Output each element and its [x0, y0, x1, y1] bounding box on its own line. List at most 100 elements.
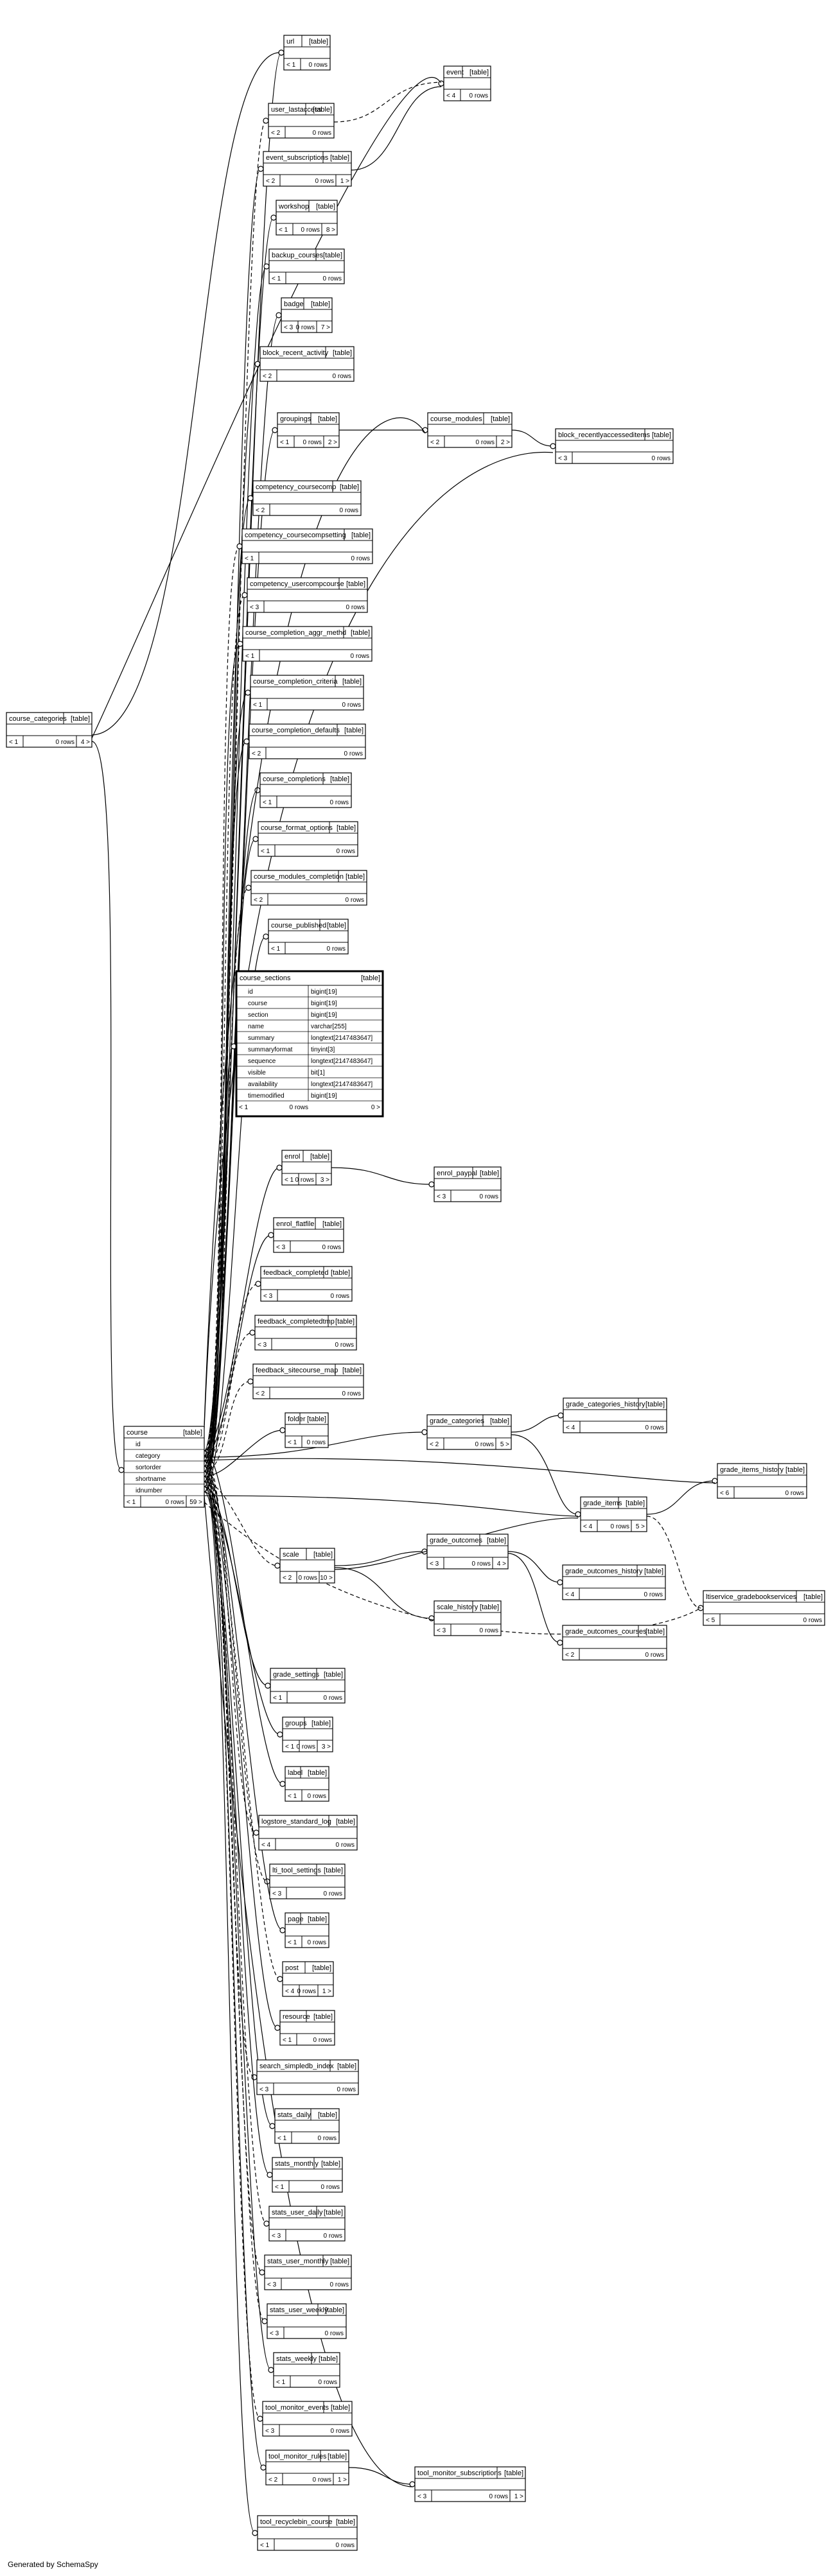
table-box	[285, 1412, 329, 1448]
table-name: stats_monthly	[275, 2160, 319, 2168]
row-count: 0 rows	[346, 604, 365, 611]
table-box	[426, 1414, 512, 1450]
table-box	[268, 103, 335, 139]
relationship-line	[331, 1167, 432, 1185]
column-type: longtext[2147483647]	[311, 1035, 373, 1042]
parent-count: < 3	[558, 455, 568, 462]
table-type-label: [table]	[327, 922, 346, 929]
table-course[interactable]: course[table]idcategorysortordershortnam…	[123, 1426, 205, 1508]
row-count: 0 rows	[480, 1193, 498, 1200]
table-type-label: [table]	[480, 1604, 499, 1611]
relationship-line	[204, 1332, 253, 1467]
relationship-marker	[279, 1927, 286, 1933]
column-course: course	[248, 1000, 267, 1007]
relationship-line	[511, 429, 554, 447]
parent-count: < 4	[566, 1424, 575, 1431]
table-type-label: [table]	[322, 1220, 342, 1228]
parent-count: < 5	[706, 1617, 715, 1624]
row-count: 0 rows	[346, 897, 364, 904]
row-count: 0 rows	[327, 946, 346, 953]
table-name: course_completion_criteria	[253, 678, 338, 686]
table-type-label: [table]	[336, 2518, 355, 2526]
row-count: 0 rows	[331, 1293, 349, 1300]
table-name: course_sections	[240, 974, 291, 982]
table-name: workshop	[278, 203, 309, 211]
table-box	[269, 1863, 346, 1899]
parent-count: < 4	[261, 1842, 271, 1849]
parent-count: < 1	[279, 227, 288, 234]
table-type-label: [table]	[644, 1568, 663, 1575]
table-name: course_completions	[263, 775, 326, 783]
table-name: stats_weekly	[276, 2355, 317, 2363]
table-type-label: [table]	[71, 715, 90, 723]
table-box	[252, 1363, 364, 1399]
child-count: 2 >	[501, 439, 510, 446]
table-box	[254, 1315, 357, 1351]
table-name: backup_courses	[272, 252, 324, 259]
table-type-label: [table]	[336, 1818, 355, 1826]
table-box	[276, 200, 338, 236]
row-count: 0 rows	[307, 1439, 326, 1446]
parent-count: < 2	[565, 1652, 575, 1659]
